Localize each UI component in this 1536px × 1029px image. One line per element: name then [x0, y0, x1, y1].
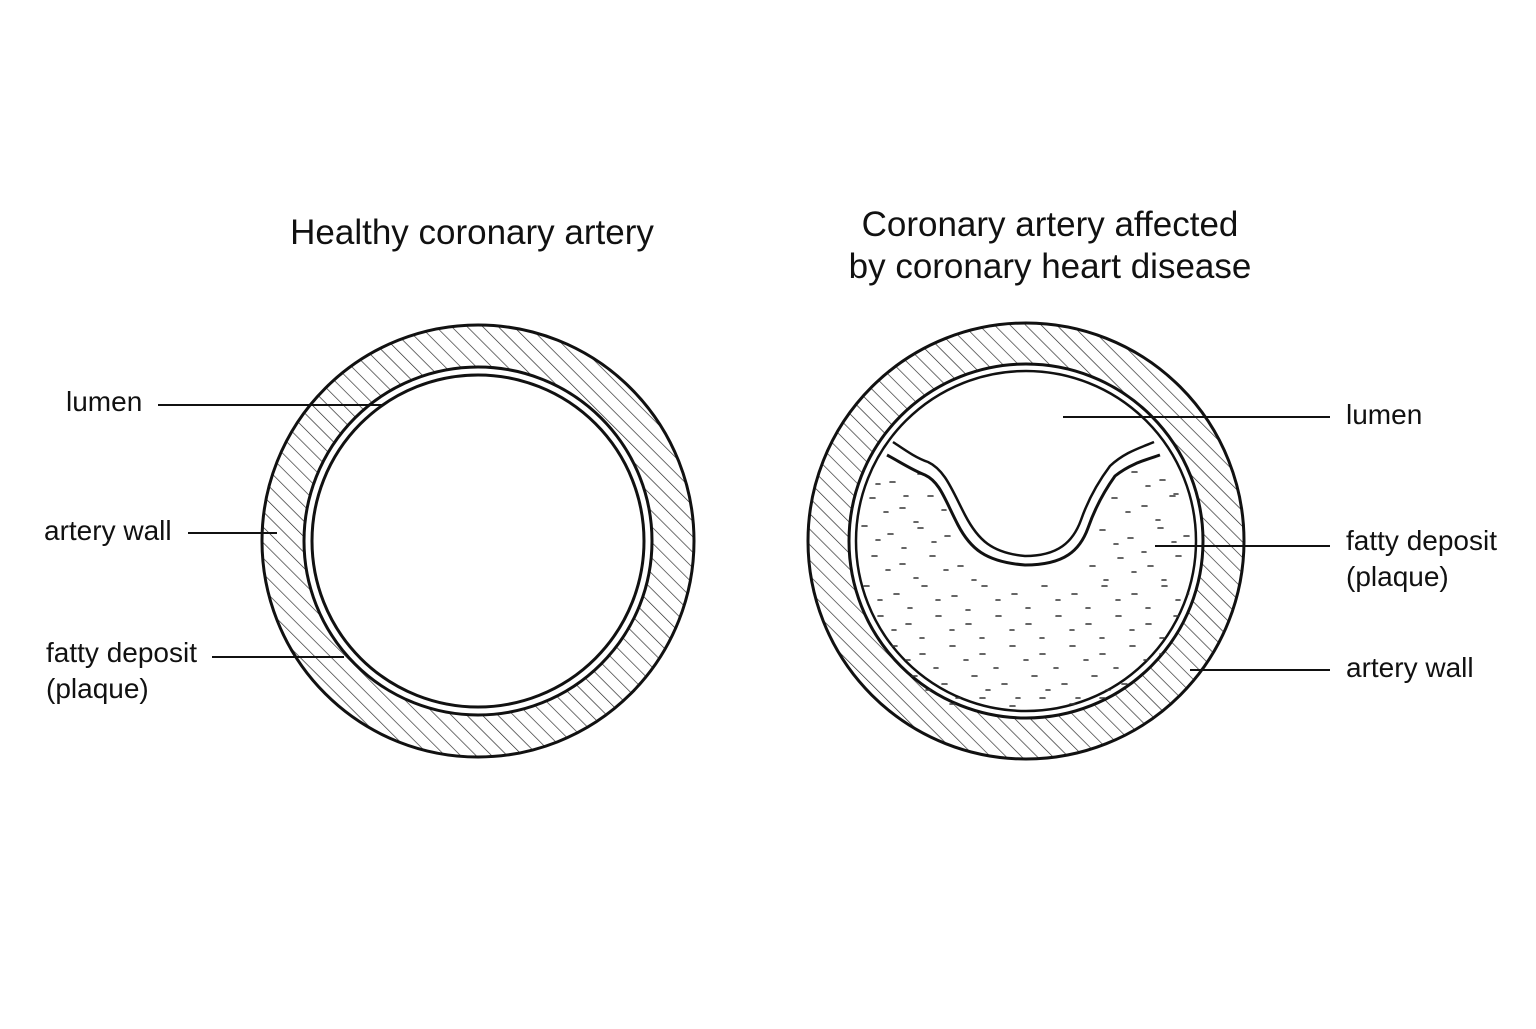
left-label-plaque: (plaque) [46, 673, 149, 704]
right-label-lumen: lumen [1346, 399, 1423, 430]
left-label-lumen: lumen [66, 386, 143, 417]
artery-wall-outer-outline [260, 323, 696, 759]
plaque-surface-outline [886, 453, 1161, 567]
lumen-area [310, 373, 646, 709]
diseased-artery-title-line-2: by coronary heart disease [848, 247, 1252, 286]
plaque-stipple-texture [861, 467, 1193, 707]
diseased-artery-cross-section-icon [806, 321, 1246, 761]
diseased-artery-title: Coronary artery affected by coronary hea… [820, 204, 1280, 288]
healthy-artery-title: Healthy coronary artery [290, 213, 654, 252]
right-label-artery-wall: artery wall [1346, 652, 1474, 683]
lumen-boundary-outline [892, 440, 1155, 558]
left-label-artery-wall: artery wall [44, 515, 172, 546]
right-label-plaque: (plaque) [1346, 561, 1449, 592]
healthy-artery-cross-section-icon [260, 323, 696, 759]
diseased-artery-wall-outer-outline [806, 321, 1246, 761]
right-label-fatty-deposit: fatty deposit [1346, 525, 1497, 556]
diseased-artery-title-line-1: Coronary artery affected [861, 205, 1239, 244]
left-label-fatty-deposit: fatty deposit [46, 637, 197, 668]
diseased-vessel-interior [854, 369, 1198, 713]
